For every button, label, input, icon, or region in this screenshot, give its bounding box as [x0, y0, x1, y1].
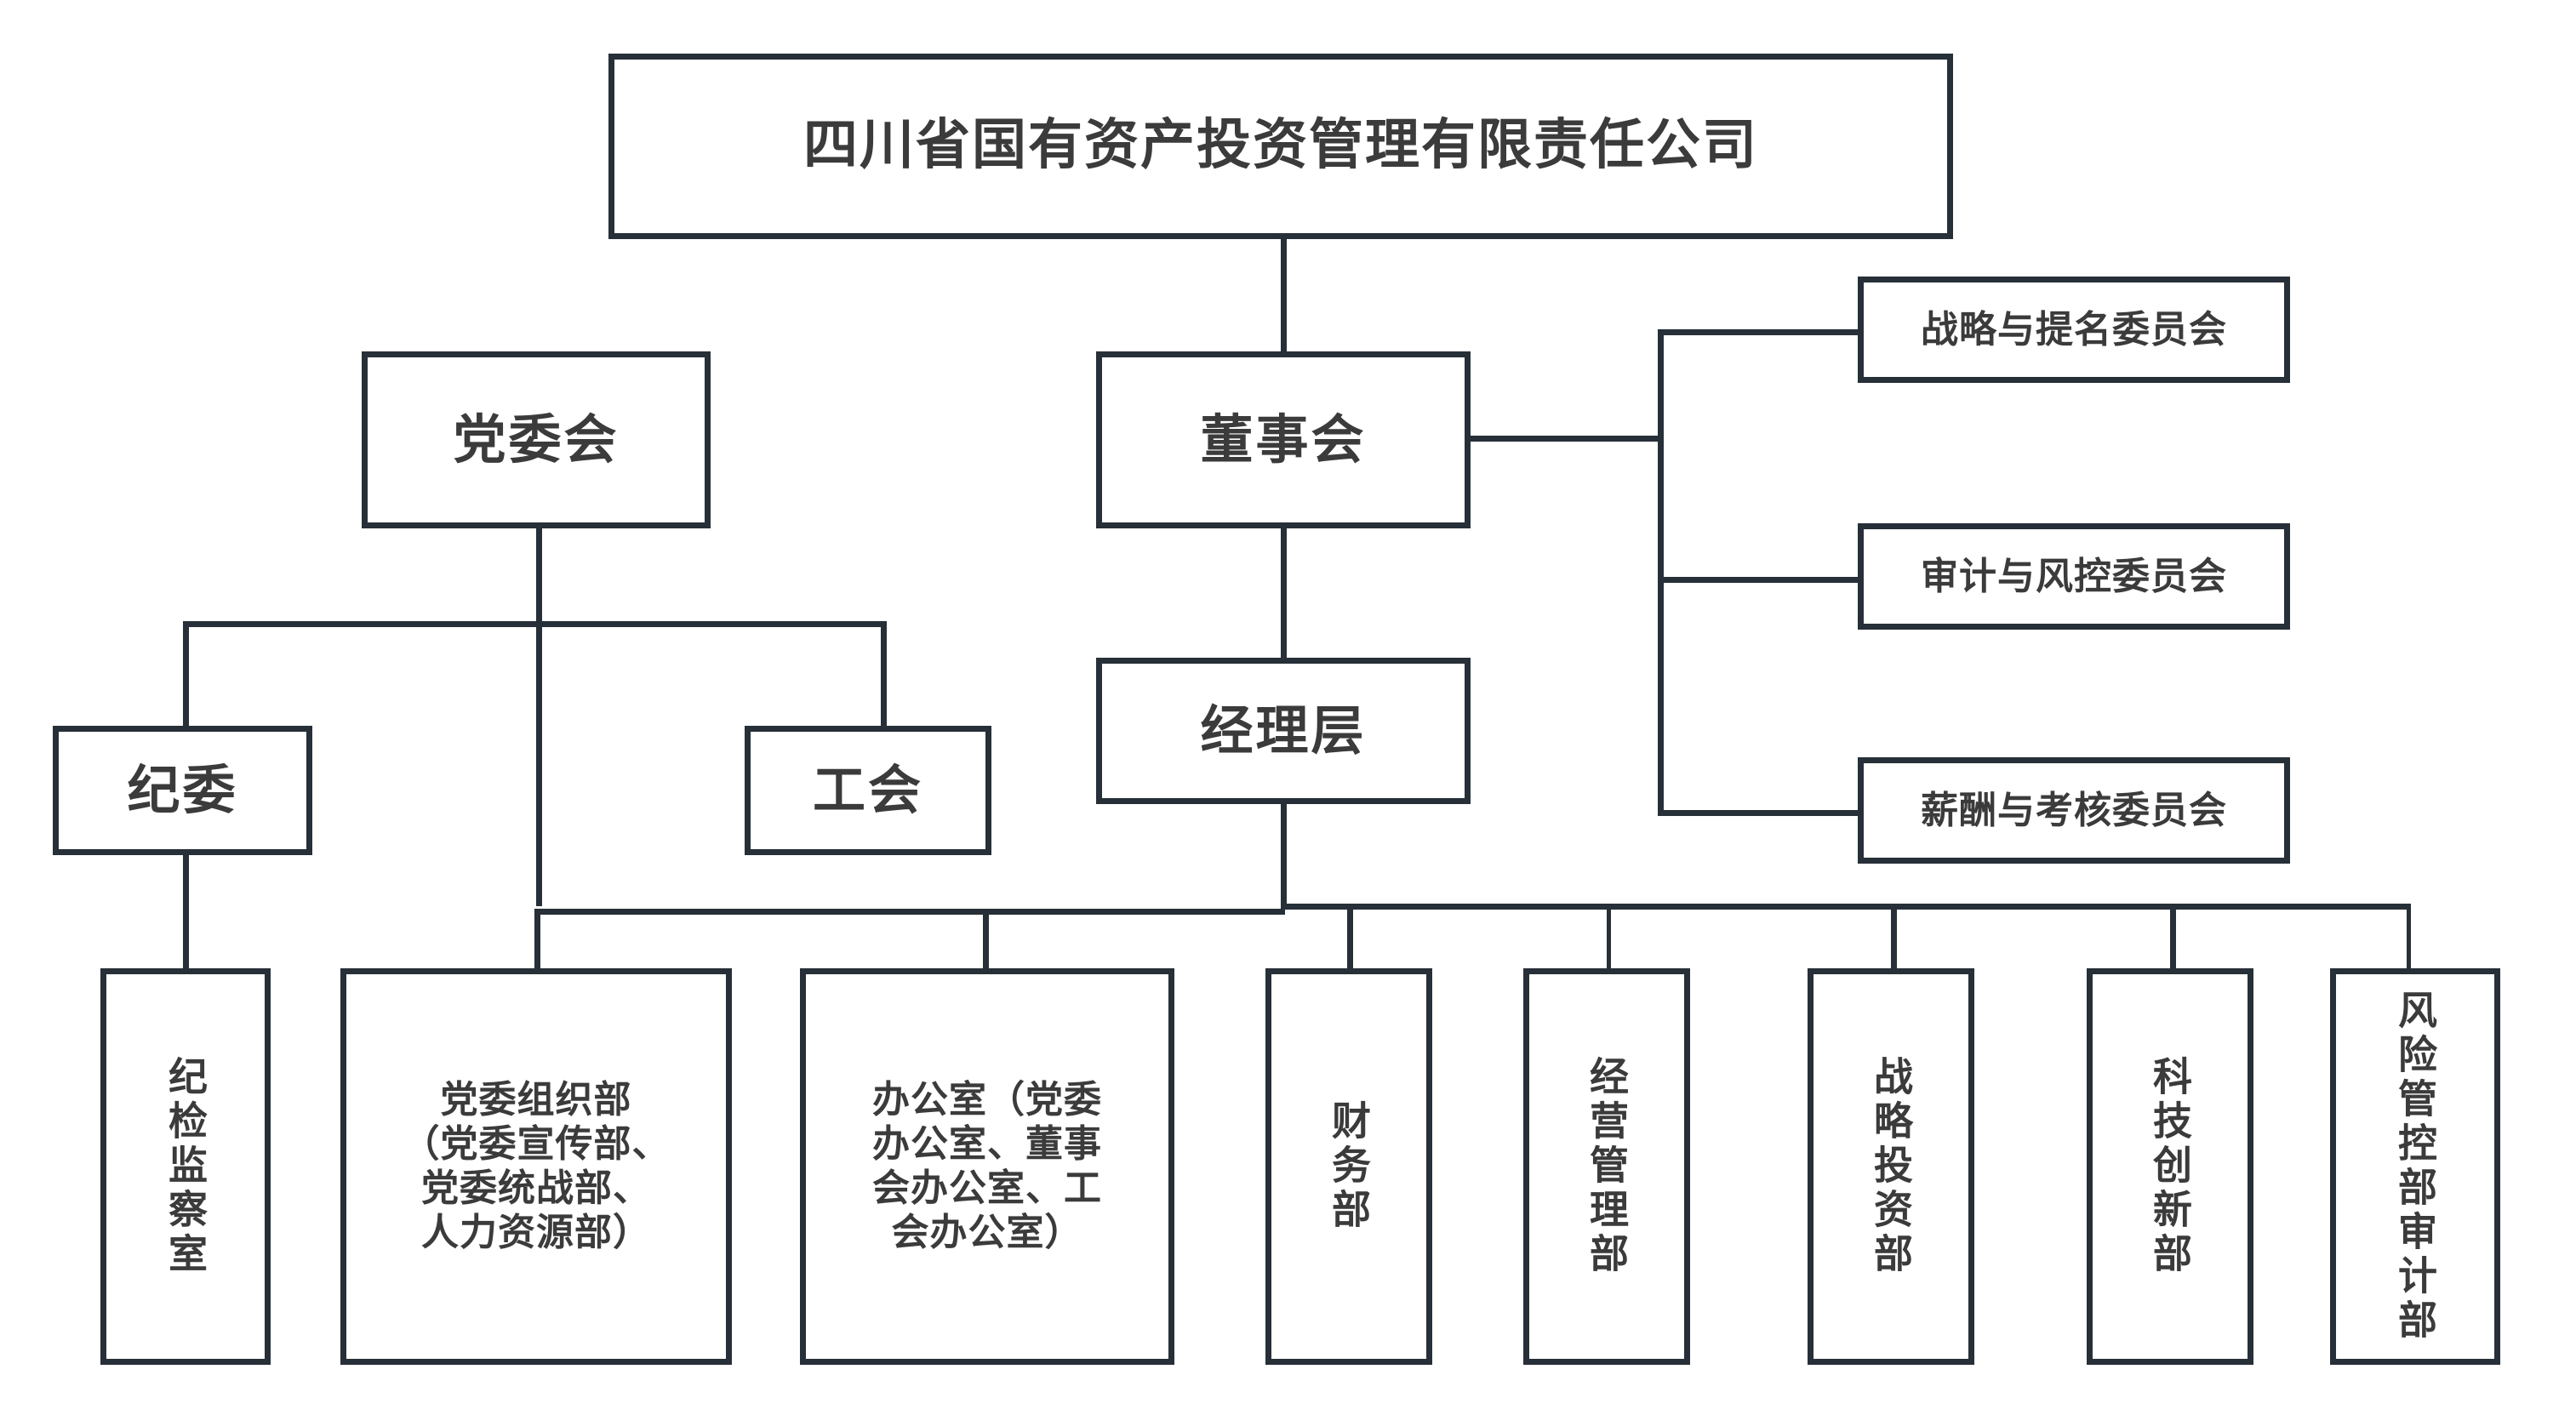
connector-party-stem	[536, 525, 542, 625]
connector-spine-to-committee-1	[1658, 329, 1858, 335]
committee-spine	[1658, 329, 1664, 814]
connector-bus-to-dept-8	[2407, 904, 2411, 983]
connector-discipline-to-office	[183, 855, 189, 983]
connector-bus-to-dept-3	[983, 909, 989, 983]
node-committee-strategy-nomination[interactable]: 战略与提名委员会	[1858, 277, 2290, 383]
connector-spine-to-committee-3	[1658, 810, 1858, 816]
connector-bus-to-dept-4	[1347, 904, 1353, 983]
connector-party-bus	[183, 621, 885, 627]
node-dept-party-organization[interactable]: 党委组织部 （党委宣传部、 党委统战部、 人力资源部）	[340, 968, 732, 1365]
node-dept-general-office-label: 办公室（党委 办公室、董事 会办公室、工 会办公室）	[872, 1078, 1102, 1254]
node-party-committee[interactable]: 党委会	[362, 351, 711, 528]
node-dept-risk-control-audit[interactable]: 风险管控部审计部	[2330, 968, 2500, 1365]
node-board-of-directors-label: 董事会	[1200, 408, 1367, 471]
node-committee-strategy-nomination-label: 战略与提名委员会	[1921, 307, 2227, 351]
node-party-committee-label: 党委会	[453, 408, 620, 471]
connector-party-centre-down	[536, 621, 542, 906]
node-dept-technology-innovation[interactable]: 科技创新部	[2087, 968, 2253, 1365]
connector-party-to-discipline	[183, 621, 189, 728]
node-labor-union[interactable]: 工会	[745, 726, 991, 855]
node-dept-technology-innovation-label: 科技创新部	[2147, 1056, 2194, 1277]
node-management-layer-label: 经理层	[1200, 699, 1367, 762]
node-dept-operations-management[interactable]: 经营管理部	[1523, 968, 1690, 1365]
connector-board-to-committee-spine	[1471, 436, 1662, 442]
connector-bus-to-dept-7	[2170, 904, 2176, 983]
node-discipline-committee[interactable]: 纪委	[53, 726, 312, 855]
connector-root-to-board	[1281, 236, 1287, 355]
node-dept-risk-control-audit-label: 风险管控部审计部	[2392, 990, 2439, 1344]
connector-party-to-union	[881, 621, 887, 728]
node-dept-general-office[interactable]: 办公室（党委 办公室、董事 会办公室、工 会办公室）	[800, 968, 1174, 1365]
node-dept-strategic-investment-label: 战略投资部	[1868, 1056, 1915, 1277]
node-committee-compensation-assessment-label: 薪酬与考核委员会	[1921, 788, 2227, 832]
node-committee-audit-risk-label: 审计与风控委员会	[1921, 554, 2227, 598]
node-management-layer[interactable]: 经理层	[1096, 658, 1471, 804]
node-root-company[interactable]: 四川省国有资产投资管理有限责任公司	[608, 54, 1953, 239]
node-committee-audit-risk[interactable]: 审计与风控委员会	[1858, 523, 2290, 630]
connector-board-to-management	[1281, 525, 1287, 661]
node-root-company-label: 四川省国有资产投资管理有限责任公司	[803, 114, 1758, 178]
node-board-of-directors[interactable]: 董事会	[1096, 351, 1471, 528]
node-committee-compensation-assessment[interactable]: 薪酬与考核委员会	[1858, 757, 2290, 864]
node-dept-operations-management-label: 经营管理部	[1584, 1056, 1631, 1277]
dept-bus-right	[1281, 904, 2408, 910]
node-dept-discipline-inspection-office[interactable]: 纪检监察室	[100, 968, 271, 1365]
node-dept-finance[interactable]: 财务部	[1265, 968, 1432, 1365]
node-dept-party-organization-label: 党委组织部 （党委宣传部、 党委统战部、 人力资源部）	[402, 1078, 671, 1254]
connector-bus-to-dept-2	[534, 909, 540, 983]
node-dept-strategic-investment[interactable]: 战略投资部	[1808, 968, 1974, 1365]
node-dept-finance-label: 财务部	[1326, 1100, 1373, 1233]
node-discipline-committee-label: 纪委	[127, 759, 238, 822]
node-labor-union-label: 工会	[812, 759, 923, 822]
connector-bus-to-dept-5	[1607, 904, 1611, 983]
dept-bus-left	[534, 909, 1285, 915]
connector-bus-to-dept-6	[1891, 904, 1897, 983]
node-dept-discipline-inspection-office-label: 纪检监察室	[163, 1056, 209, 1277]
connector-management-to-dept-bus	[1281, 804, 1287, 906]
connector-spine-to-committee-2	[1658, 577, 1858, 583]
